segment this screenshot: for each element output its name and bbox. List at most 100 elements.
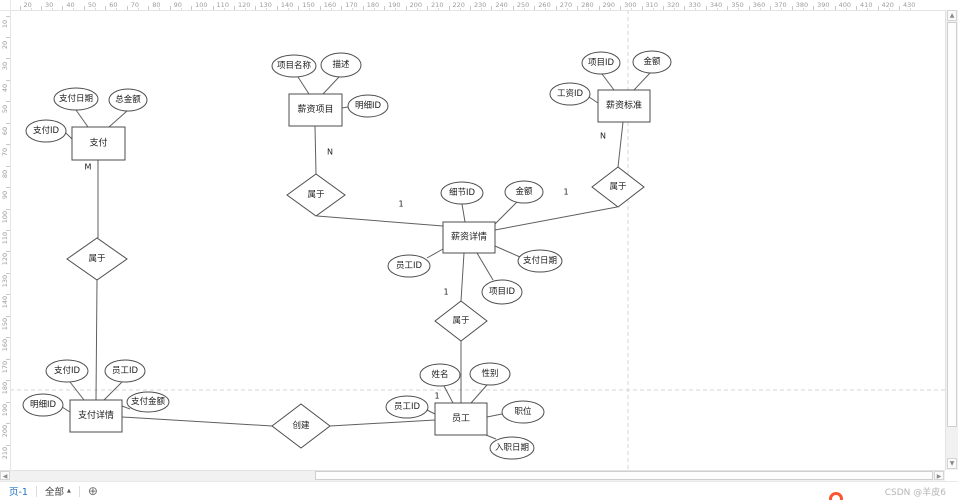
attribute-ellipse[interactable] bbox=[581, 51, 621, 75]
connector[interactable] bbox=[443, 385, 454, 404]
attribute-ellipse[interactable] bbox=[385, 395, 429, 419]
connector[interactable] bbox=[617, 121, 624, 168]
attribute-label: 明细ID bbox=[30, 399, 57, 410]
connector[interactable] bbox=[426, 409, 436, 415]
attribute-ellipse[interactable] bbox=[632, 50, 672, 74]
connector[interactable] bbox=[61, 406, 71, 413]
attribute-ellipse[interactable] bbox=[549, 82, 591, 106]
connector[interactable] bbox=[633, 72, 651, 91]
connector[interactable] bbox=[588, 96, 599, 104]
attribute-ellipse[interactable] bbox=[53, 87, 99, 111]
ruler-tick bbox=[6, 444, 10, 446]
ruler-corner bbox=[0, 0, 11, 11]
connector[interactable] bbox=[476, 252, 494, 281]
connector[interactable] bbox=[103, 381, 123, 401]
scroll-left-icon[interactable]: ◀ bbox=[0, 471, 10, 480]
attribute-ellipse[interactable] bbox=[25, 119, 67, 143]
page-tab[interactable]: 页-1 bbox=[9, 487, 28, 498]
horizontal-scrollbar[interactable]: ◀ ▶ bbox=[0, 470, 945, 481]
attribute-ellipse[interactable] bbox=[347, 94, 389, 118]
attribute-label: 细节ID bbox=[449, 187, 476, 198]
ruler-tick bbox=[598, 6, 600, 10]
ruler-number: 40 bbox=[66, 1, 75, 9]
ruler-tick bbox=[6, 58, 10, 60]
connector[interactable] bbox=[470, 384, 488, 404]
ruler-tick bbox=[695, 8, 697, 10]
ruler-tick bbox=[6, 423, 10, 425]
entity-salary-standard[interactable] bbox=[597, 89, 651, 123]
entity-salary-detail[interactable] bbox=[442, 221, 496, 254]
entity-salary-item[interactable] bbox=[288, 93, 343, 127]
connector[interactable] bbox=[121, 416, 273, 427]
pages-filter-dropdown[interactable]: 全部 ▲ bbox=[45, 484, 71, 498]
attribute-ellipse[interactable] bbox=[108, 88, 148, 112]
attribute-ellipse[interactable] bbox=[419, 363, 461, 387]
plus-circle-icon[interactable]: ⊕ bbox=[87, 484, 98, 498]
ruler-tick bbox=[159, 8, 161, 10]
connector[interactable] bbox=[121, 405, 131, 410]
connector[interactable] bbox=[486, 413, 503, 418]
scroll-down-icon[interactable]: ▼ bbox=[947, 458, 957, 469]
connector[interactable] bbox=[314, 125, 317, 175]
connector[interactable] bbox=[69, 381, 85, 401]
scroll-up-icon[interactable]: ▲ bbox=[947, 10, 957, 21]
entity-payment-detail[interactable] bbox=[69, 399, 123, 433]
ruler-number: 390 bbox=[817, 1, 830, 9]
attribute-ellipse[interactable] bbox=[489, 436, 535, 460]
connector[interactable] bbox=[461, 203, 466, 223]
connector[interactable] bbox=[65, 132, 73, 140]
connector[interactable] bbox=[460, 252, 465, 302]
connector[interactable] bbox=[494, 206, 618, 231]
attribute-ellipse[interactable] bbox=[517, 249, 563, 273]
attribute-ellipse[interactable] bbox=[320, 52, 362, 78]
rel-belongs-to-salary-item[interactable] bbox=[286, 173, 346, 217]
attribute-ellipse[interactable] bbox=[387, 254, 431, 278]
ruler-tick bbox=[6, 230, 10, 231]
rel-creates[interactable] bbox=[271, 403, 331, 449]
entity-employee[interactable] bbox=[434, 402, 488, 436]
connector[interactable] bbox=[485, 434, 497, 440]
connector[interactable] bbox=[341, 106, 349, 109]
attribute-ellipse[interactable] bbox=[104, 359, 146, 383]
vertical-scrollbar[interactable]: ▲ ▼ bbox=[945, 10, 958, 470]
connector[interactable] bbox=[297, 76, 310, 95]
entity-payment[interactable] bbox=[71, 126, 126, 161]
attribute-ellipse[interactable] bbox=[271, 54, 317, 78]
rel-belongs-to-salary-standard[interactable] bbox=[591, 166, 645, 208]
connector[interactable] bbox=[322, 76, 340, 95]
attribute-ellipse[interactable] bbox=[22, 393, 64, 417]
attribute-ellipse[interactable] bbox=[469, 362, 511, 386]
rel-belongs-to-employee[interactable] bbox=[434, 300, 488, 342]
connector[interactable] bbox=[494, 245, 521, 258]
scroll-right-icon[interactable]: ▶ bbox=[934, 471, 944, 480]
ruler-tick bbox=[727, 6, 729, 10]
attribute-ellipse[interactable] bbox=[440, 181, 484, 205]
connector[interactable] bbox=[494, 200, 519, 225]
connector[interactable] bbox=[108, 110, 128, 128]
ruler-tick bbox=[588, 8, 590, 10]
connector[interactable] bbox=[316, 215, 444, 227]
ruler-number: 270 bbox=[559, 1, 573, 9]
attribute-ellipse[interactable] bbox=[126, 391, 170, 413]
attribute-ellipse[interactable] bbox=[481, 279, 523, 305]
ruler-tick bbox=[319, 6, 321, 10]
connector[interactable] bbox=[95, 279, 98, 401]
rel-belongs-to-payment[interactable] bbox=[66, 237, 128, 281]
connector[interactable] bbox=[426, 248, 444, 259]
attribute-label: 支付ID bbox=[33, 125, 60, 136]
attribute-ellipse[interactable] bbox=[504, 180, 544, 204]
ruler-number: 90 bbox=[1, 190, 9, 200]
connector[interactable] bbox=[601, 73, 615, 91]
horizontal-scrollbar-thumb[interactable] bbox=[315, 471, 933, 480]
attribute-ellipse[interactable] bbox=[501, 400, 545, 424]
ruler-tick bbox=[234, 6, 235, 10]
connector[interactable] bbox=[329, 419, 436, 427]
ruler-tick bbox=[867, 8, 869, 10]
connector[interactable] bbox=[75, 109, 89, 128]
vertical-scrollbar-thumb[interactable] bbox=[947, 22, 957, 427]
attribute-ellipse[interactable] bbox=[45, 359, 89, 383]
ruler-number: 420 bbox=[881, 1, 894, 9]
